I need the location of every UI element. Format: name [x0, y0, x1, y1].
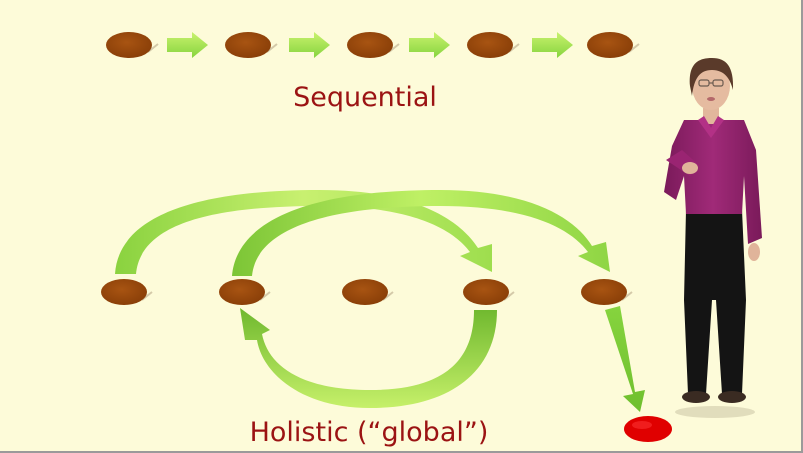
seq-node-5 — [587, 32, 640, 58]
hol-node-2 — [219, 279, 271, 305]
seq-node-1 — [106, 32, 159, 58]
seq-arrow-1 — [167, 32, 208, 58]
holistic-drop-arrow — [605, 306, 645, 412]
seq-arrow-2 — [289, 32, 330, 58]
holistic-arc-2 — [232, 190, 610, 276]
seq-node-3 — [347, 32, 400, 58]
sequential-label: Sequential — [293, 82, 437, 113]
seq-arrow-3 — [409, 32, 450, 58]
hol-node-4 — [463, 279, 515, 305]
presenter-figure-icon — [664, 58, 762, 418]
holistic-loop-arrow — [240, 308, 497, 408]
hol-node-3 — [342, 279, 394, 305]
sequential-row — [106, 32, 640, 58]
holistic-arc-1 — [115, 190, 492, 274]
hol-node-5 — [581, 279, 633, 305]
seq-node-4 — [467, 32, 520, 58]
hol-node-target — [624, 416, 672, 442]
seq-arrow-4 — [532, 32, 573, 58]
holistic-label: Holistic (“global”) — [250, 417, 489, 448]
hol-node-1 — [101, 279, 153, 305]
seq-node-2 — [225, 32, 278, 58]
